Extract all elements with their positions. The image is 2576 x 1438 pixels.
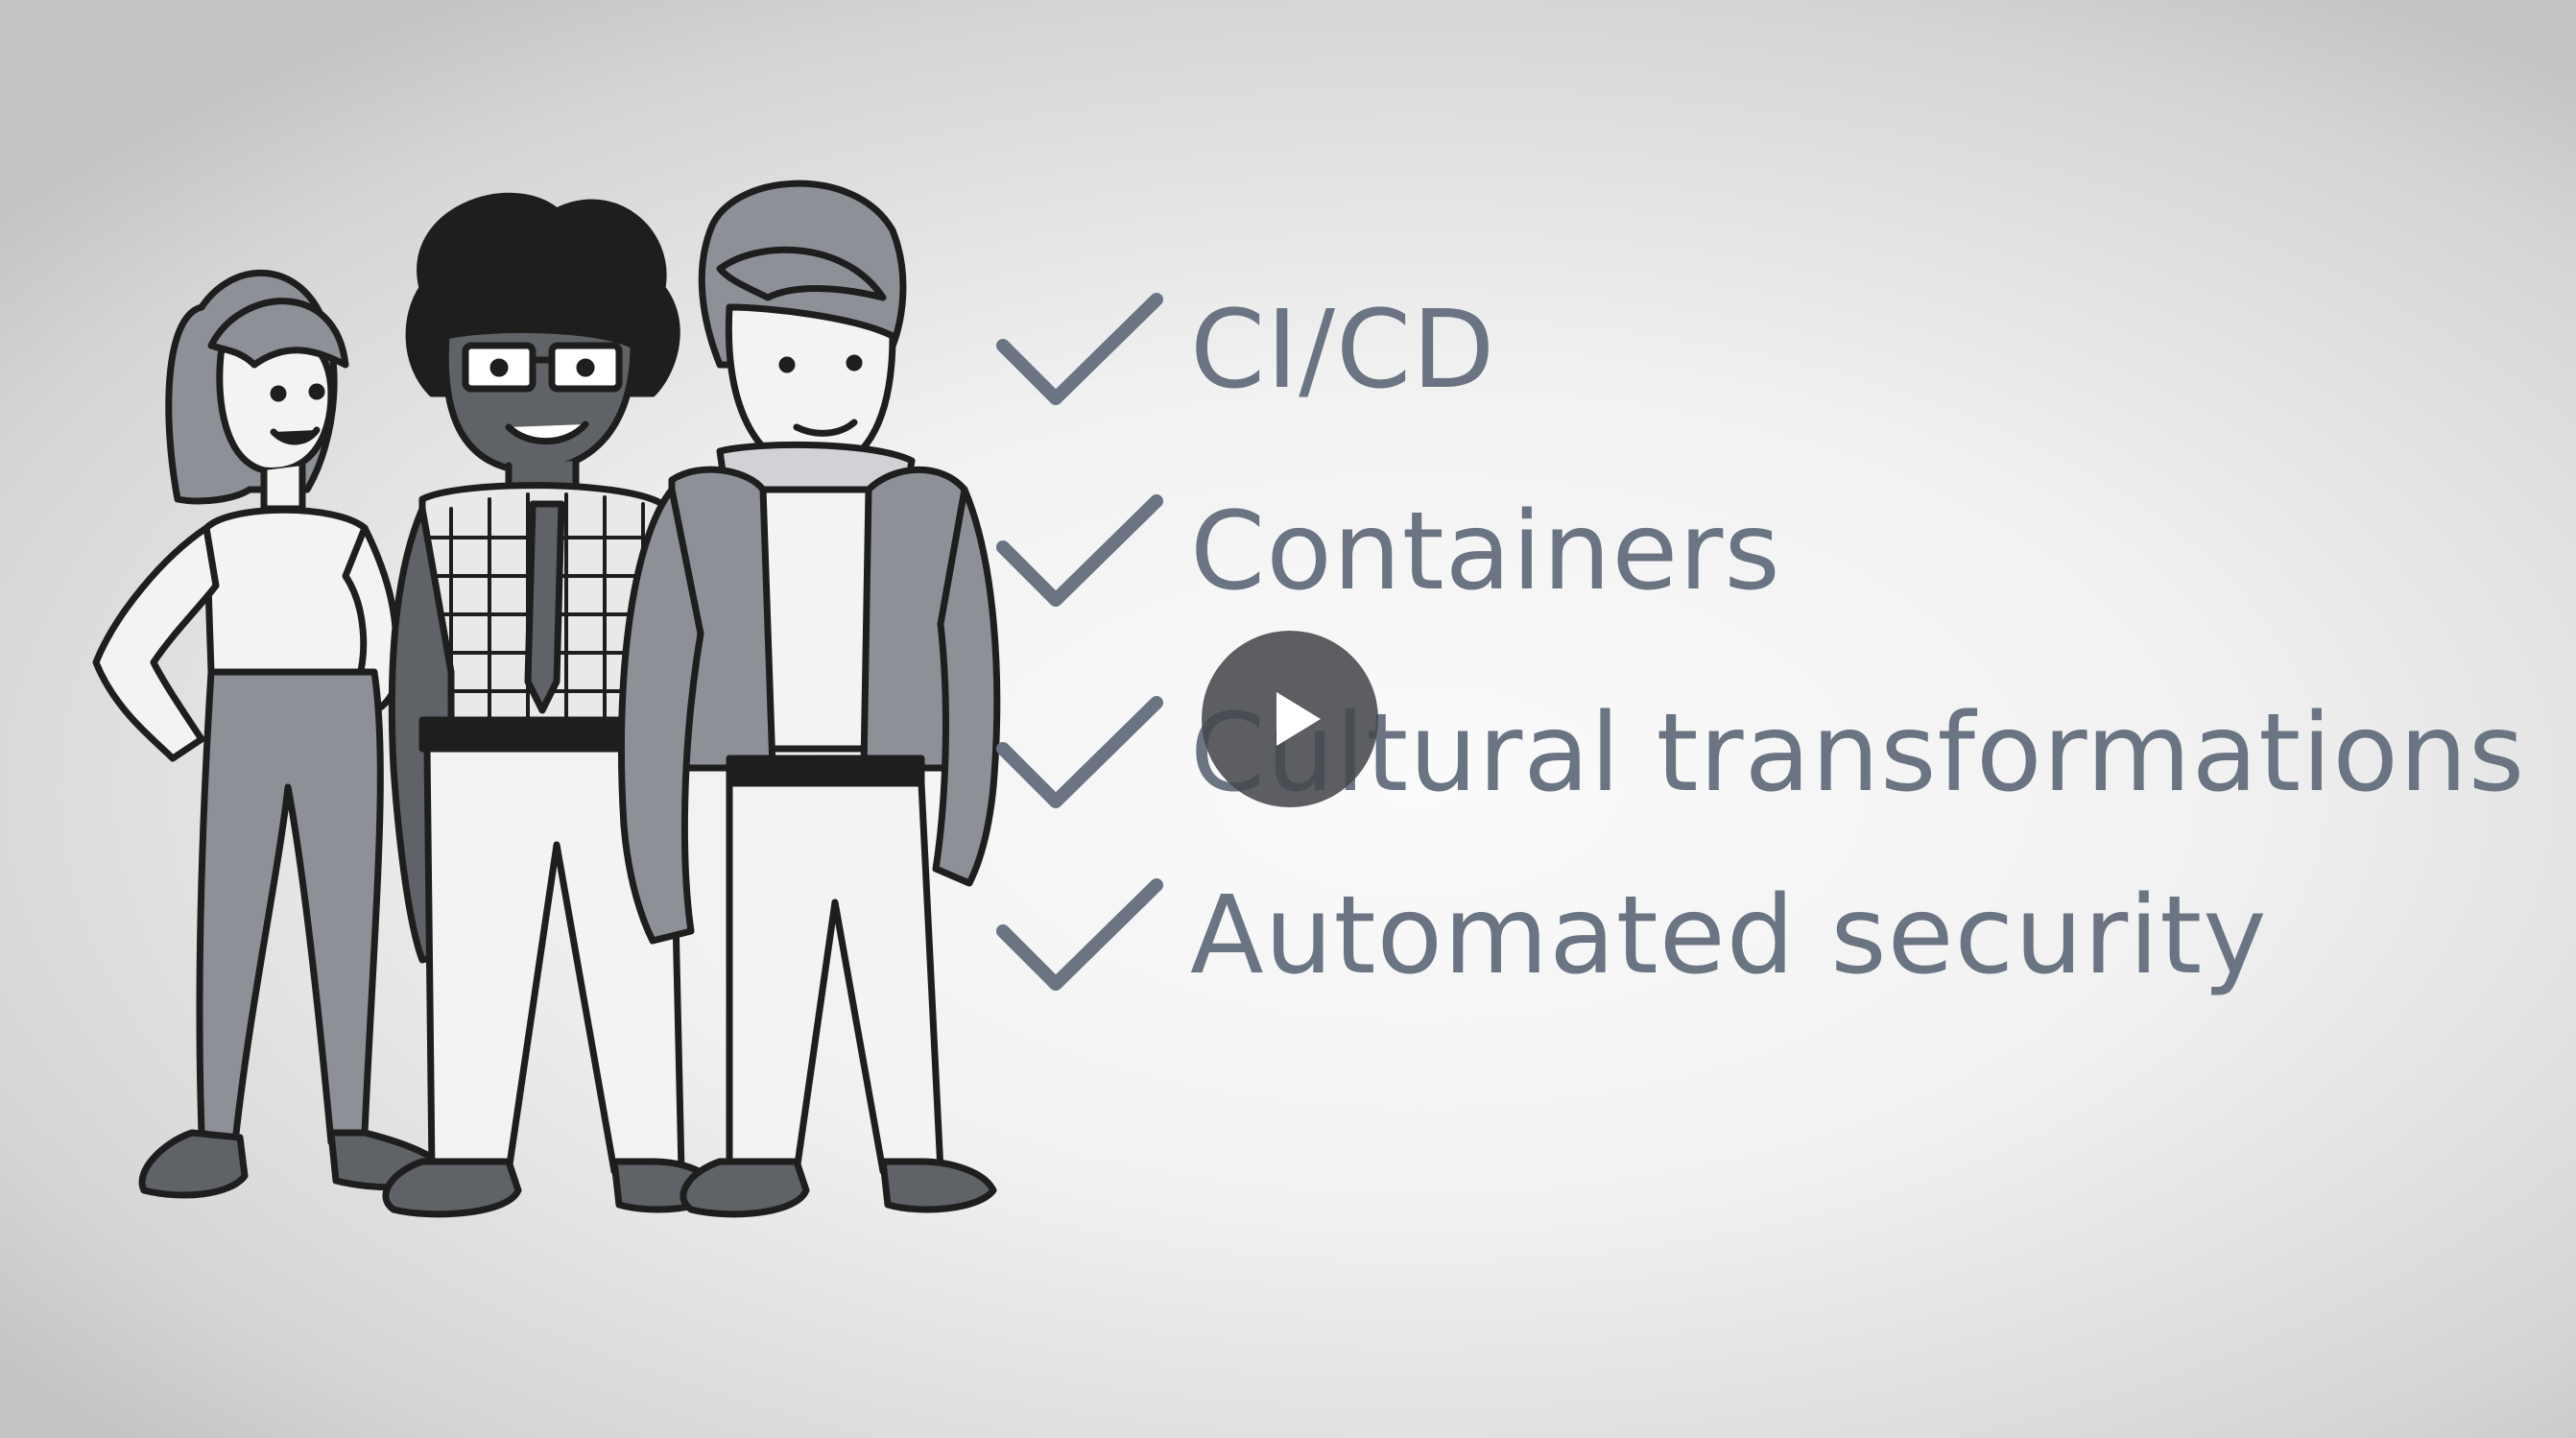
checkmark-icon [996, 696, 1163, 808]
play-button[interactable] [1202, 631, 1378, 807]
person-glasses [382, 192, 724, 1218]
checkmark-icon [996, 878, 1163, 991]
checklist: CI/CD Containers Cultural transformation… [989, 259, 2563, 1027]
play-icon [1276, 692, 1321, 746]
list-item: Automated security [989, 854, 2563, 1018]
checklist-label: Containers [1190, 490, 1781, 614]
list-item: Cultural transformations [989, 672, 2563, 835]
checklist-label: Automated security [1190, 874, 2268, 998]
checklist-label: CI/CD [1190, 288, 1496, 413]
team-illustration [92, 180, 1001, 1218]
list-item: CI/CD [989, 269, 2563, 432]
checkmark-icon [996, 494, 1163, 607]
person-jacket [617, 180, 1001, 1218]
checkmark-icon [996, 293, 1163, 405]
person-woman [92, 269, 455, 1199]
list-item: Containers [989, 470, 2563, 634]
checklist-label: Cultural transformations [1190, 691, 2526, 816]
